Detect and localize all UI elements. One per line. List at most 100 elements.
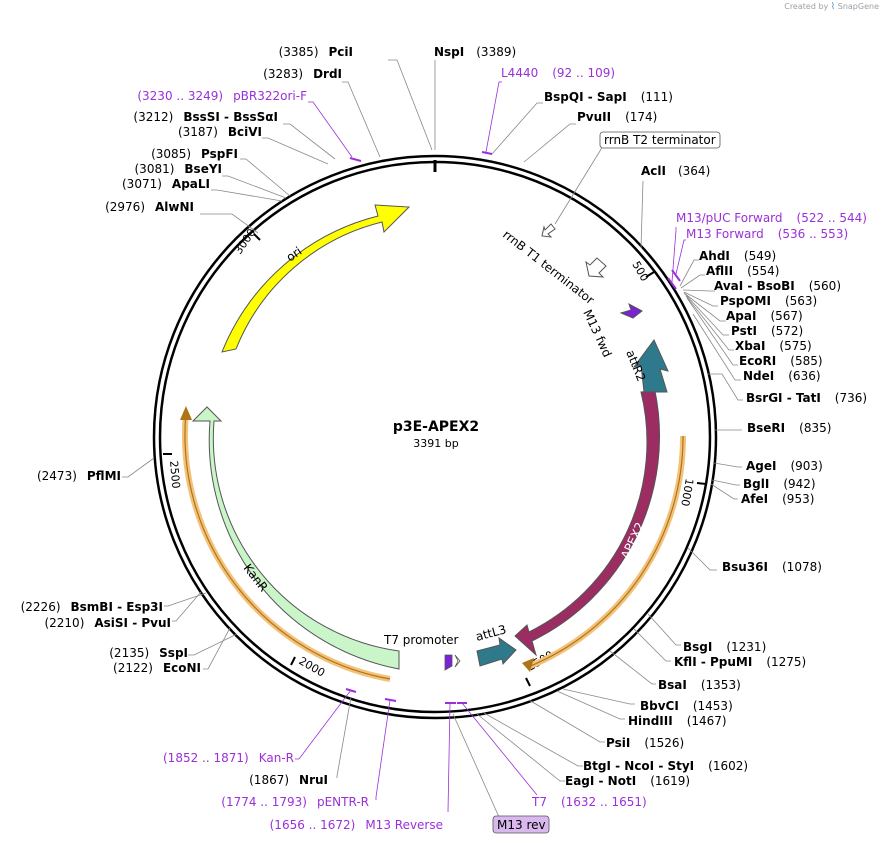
orf-arcs <box>180 406 687 682</box>
enzyme-bsu36i: Bsu36I(1078) <box>722 560 822 574</box>
leader-m13puc <box>671 227 677 283</box>
leader-pspfi <box>240 158 291 197</box>
primer-labels: L4440(92 .. 109) (3230 .. 3249)pBR322ori… <box>137 66 867 832</box>
orf-kanr-arc-line <box>184 411 391 680</box>
features: ori KanR APEX2 attR2 attL3 M13 fwd rrnB … <box>191 131 721 671</box>
enzyme-bsgi: BsgI(1231) <box>683 640 766 654</box>
feature-apex2 <box>514 390 661 657</box>
enzyme-sspi: (2135)SspI <box>109 646 188 660</box>
leader-bsmbi <box>164 592 207 607</box>
enzyme-alwni: (2976)AlwNI <box>105 200 194 214</box>
orf-apex2-arc-line <box>527 435 684 668</box>
enzyme-pflmi: (2473)PflMI <box>37 469 121 483</box>
brand-watermark: Created by ⌇ SnapGene <box>784 2 879 12</box>
tick-1000: 1000 <box>678 477 707 507</box>
enzyme-ahdi: AhdI(549) <box>699 249 776 263</box>
feature-ori <box>221 204 411 353</box>
primer-mark-pentr <box>384 698 397 702</box>
leader-bseyi <box>222 175 287 199</box>
enzyme-ecori: EcoRI(585) <box>739 354 823 368</box>
enzyme-bsrgi: BsrGI - TatI(736) <box>746 391 867 405</box>
orf-apex2-arc <box>526 435 687 670</box>
leader-xbai <box>685 295 734 351</box>
enzyme-asisi: (2210)AsiSI - PvuI <box>44 616 171 630</box>
enzyme-nspi: NspI(3389) <box>434 45 516 59</box>
leader-pbr322 <box>308 101 353 158</box>
leader-avai <box>682 289 715 292</box>
enzyme-hindiii: HindIII(1467) <box>628 714 727 728</box>
enzyme-afei: AfeI(953) <box>741 492 814 506</box>
leader-hindiii <box>556 690 625 720</box>
leader-pvuii <box>523 123 576 163</box>
enzyme-apali: (3071)ApaLI <box>122 177 210 191</box>
enzyme-bgli: BglI(942) <box>743 477 816 491</box>
enzyme-agei: AgeI(903) <box>746 459 823 473</box>
leader-bsu36i <box>687 547 717 571</box>
feature-rrnb-t1 <box>585 257 607 278</box>
primer-pentr-r: (1774 .. 1793)pENTR-R <box>221 795 369 809</box>
leader-m13reverse <box>447 702 451 813</box>
primer-leaders <box>295 81 686 813</box>
orf-kanr-arrowhead <box>180 406 192 420</box>
plasmid-name: p3E-APEX2 <box>392 419 480 435</box>
enzyme-bseri: BseRI(835) <box>747 421 831 435</box>
tick-500: 500 <box>629 259 655 284</box>
enzyme-econi: (2122)EcoNI <box>113 661 201 675</box>
feature-attR2 <box>632 339 669 393</box>
feature-rrnb-t2-label: rrnB T2 terminator <box>604 133 716 147</box>
feature-m13-fwd-label: M13 fwd <box>580 307 614 359</box>
leader-afei <box>710 483 738 500</box>
enzyme-labels: (3385)PciI (3283)DrdI (3212)BssSI - BssS… <box>21 45 867 788</box>
leader-kfli <box>633 628 671 662</box>
primer-kan-r: (1852 .. 1871)Kan-R <box>163 751 294 765</box>
enzyme-bsmbi: (2226)BsmBI - Esp3I <box>21 600 163 614</box>
feature-attL3 <box>476 636 517 667</box>
leader-ecori <box>686 297 738 366</box>
enzyme-bseyi: (3081)BseYI <box>135 162 223 176</box>
leader-t7 <box>461 702 538 796</box>
created-by-text: Created by <box>784 2 829 11</box>
enzyme-bspqi: BspQI - SapI(111) <box>544 90 673 104</box>
enzyme-pspomi: PspOMI(563) <box>720 294 817 308</box>
enzyme-eagi: EagI - NotI(1619) <box>565 774 690 788</box>
leader-bcivi <box>262 137 329 165</box>
backbone-outer-ring <box>152 154 718 720</box>
enzyme-btgi: BtgI - NcoI - StyI(1602) <box>583 759 748 773</box>
leader-psii <box>528 699 605 743</box>
leader-asisi <box>172 591 202 622</box>
leader-psti <box>684 293 729 336</box>
enzyme-drdi: (3283)DrdI <box>263 67 342 81</box>
feature-rrnb-t1-label: rrnB T1 terminator <box>500 227 597 307</box>
leader-pcii <box>388 59 433 151</box>
orf-kanr-arc <box>181 411 391 682</box>
leader-nrui <box>336 696 352 778</box>
leader-ndei <box>692 313 741 381</box>
feature-t7-promoter-label: T7 promoter <box>383 633 459 647</box>
primer-mark-pbr322 <box>349 157 362 162</box>
leader-bsgi <box>647 613 681 646</box>
snapgene-text: SnapGene <box>837 2 879 11</box>
leader-bsai <box>609 650 656 685</box>
enzyme-psti: PstI(572) <box>731 324 803 338</box>
enzyme-kfli: KflI - PpuMI(1275) <box>674 655 806 669</box>
leader-aflii <box>680 274 705 289</box>
plasmid-backbone <box>152 154 718 720</box>
scale-ticks: 500 1000 1500 2000 2500 3000 <box>163 226 707 687</box>
feature-t7-promoter <box>454 654 461 668</box>
leader-btgi <box>483 712 583 767</box>
plasmid-size: 3391 bp <box>413 437 459 450</box>
feature-rrnb-t2 <box>541 223 556 238</box>
enzyme-aflii: AflII(554) <box>706 264 779 278</box>
enzyme-ndei: NdeI(636) <box>743 369 821 383</box>
leader-apali <box>211 189 283 202</box>
leader-ahdi <box>679 259 699 287</box>
leader-apai <box>683 292 726 322</box>
leader-pentr <box>375 699 391 800</box>
enzyme-xbai: XbaI(575) <box>735 339 812 353</box>
primer-mark-m13fwd <box>671 269 681 282</box>
leader-eagi <box>476 713 565 782</box>
leader-kanr-primer <box>295 689 352 760</box>
feature-rrnb-t2-box <box>599 131 721 149</box>
enzyme-apai: ApaI(567) <box>726 309 803 323</box>
enzyme-bsssi: (3212)BssSI - BssSαI <box>133 110 278 124</box>
